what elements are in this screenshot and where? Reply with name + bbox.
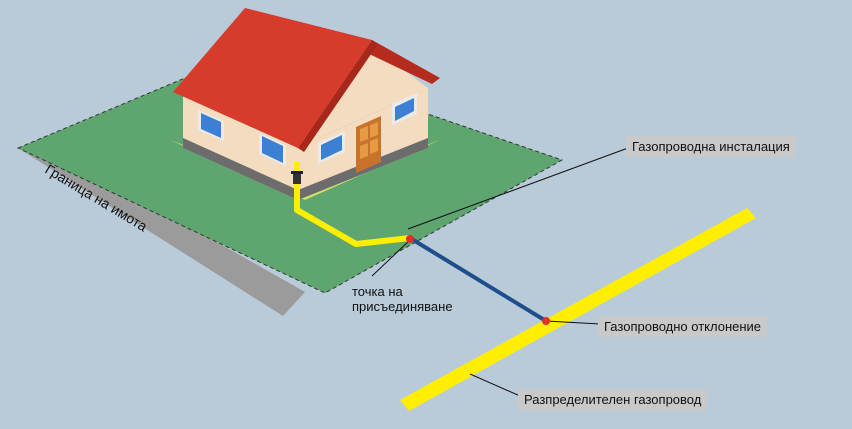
- branch-point-marker: [542, 317, 550, 325]
- side-window-2: [259, 133, 286, 166]
- house-gable: [298, 40, 428, 148]
- property-boundary-band: [18, 142, 305, 316]
- gas-branch-pipe: [408, 236, 548, 323]
- connection-point-marker: [406, 235, 414, 243]
- roof-left: [173, 8, 372, 148]
- distribution-label: Разпределителен газопровод: [518, 389, 708, 410]
- front-window-2: [392, 93, 417, 125]
- roof-edge: [298, 40, 378, 152]
- house-side-plinth: [183, 138, 298, 200]
- gas-valve-icon: [291, 171, 303, 184]
- branch-label: Газопроводно отклонение: [598, 316, 768, 337]
- connection-point-label-line1: точка на: [352, 284, 403, 299]
- side-window-1: [198, 110, 224, 141]
- front-door: [356, 116, 381, 173]
- leader-installation: [407, 147, 629, 230]
- leader-distribution: [469, 373, 521, 397]
- installation-label: Газопроводна инсталация: [626, 136, 796, 157]
- roof-right: [365, 40, 440, 84]
- connection-point-label-line2: присъединяване: [352, 299, 453, 314]
- gas-installation-pipe: [294, 162, 411, 247]
- front-window-1: [318, 131, 345, 164]
- distribution-gas-pipeline: [400, 208, 756, 411]
- leader-branch: [545, 320, 601, 325]
- leader-connection-point: [371, 239, 411, 277]
- connection-point-label: точка на присъединяване: [352, 284, 453, 314]
